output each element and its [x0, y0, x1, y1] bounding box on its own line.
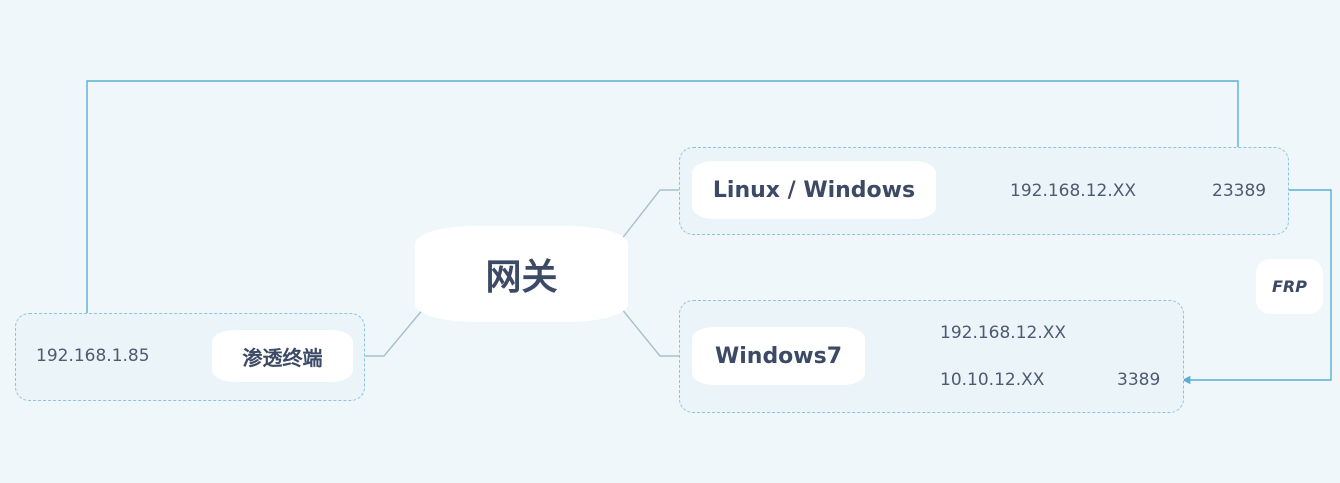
host-a-ip-label: 192.168.12.XX — [1010, 181, 1137, 201]
pentest-terminal-node[interactable]: 渗透终端 — [212, 330, 353, 382]
host-b-external-ip-label: 10.10.12.XX — [940, 370, 1045, 390]
terminal-ip-label: 192.168.1.85 — [36, 346, 150, 366]
host-a-port-label: 23389 — [1212, 181, 1267, 201]
windows7-node[interactable]: Windows7 — [692, 327, 865, 385]
linux-windows-node[interactable]: Linux / Windows — [692, 161, 936, 219]
host-b-internal-ip-label: 192.168.12.XX — [940, 323, 1067, 343]
frp-tag: FRP — [1256, 259, 1323, 314]
host-b-port-label: 3389 — [1117, 370, 1161, 390]
gateway-node[interactable]: 网关 — [415, 226, 628, 322]
link-frp-forward — [1182, 189, 1332, 385]
